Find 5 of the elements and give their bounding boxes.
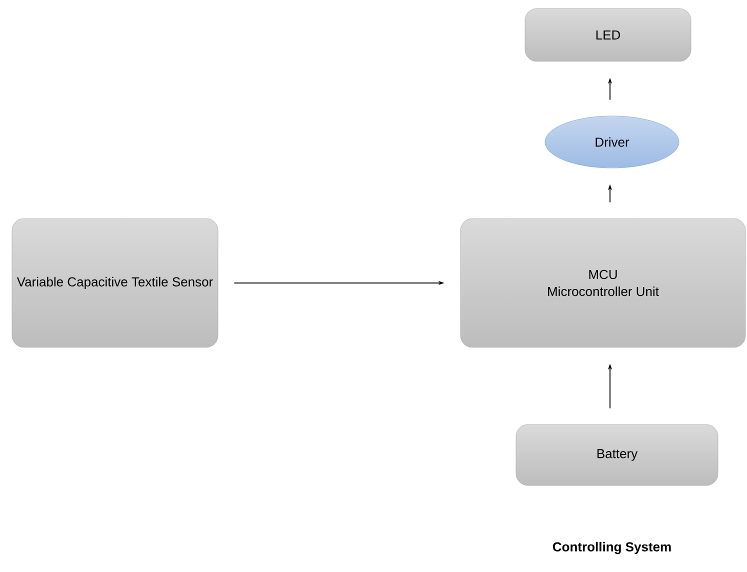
process-box: Battery [516, 424, 718, 486]
title: Controlling System [552, 542, 671, 554]
process-box: LED [524, 8, 692, 62]
process-box: Variable Capacitive Textile Sensor [12, 218, 218, 348]
process-box: MCU Microcontroller Unit [460, 218, 746, 348]
